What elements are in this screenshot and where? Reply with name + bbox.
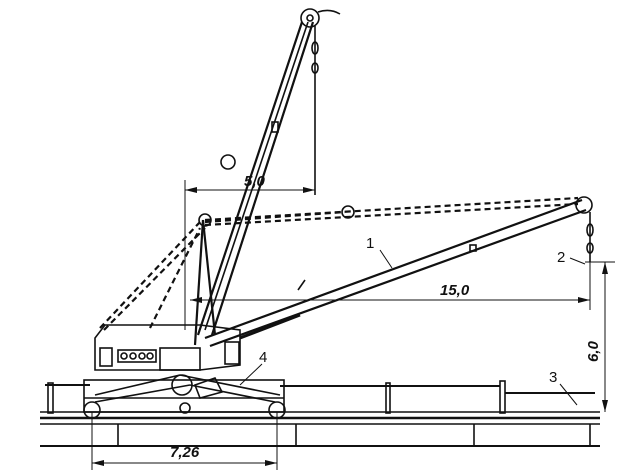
ground-track [40, 416, 600, 447]
undercarriage [83, 374, 286, 419]
callout-1: 1 [366, 235, 374, 252]
callout-2: 2 [557, 249, 565, 266]
dimension-lines [91, 180, 615, 470]
boom-raised [196, 8, 341, 336]
dimension-arrows [92, 187, 608, 466]
dim-reach-lowered: 15,0 [440, 282, 470, 299]
crane-cab [94, 324, 241, 371]
dim-reach-raised: 5,0 [244, 173, 266, 190]
dim-hook-height: 6,0 [585, 340, 602, 362]
a-frame-mast [193, 213, 217, 346]
hoist-cables [99, 196, 579, 331]
boom-lowered [204, 196, 594, 348]
pulley-block [341, 205, 355, 219]
dim-track-base: 7,26 [170, 444, 200, 461]
callout-4: 4 [259, 349, 267, 366]
callout-3: 3 [549, 369, 557, 386]
